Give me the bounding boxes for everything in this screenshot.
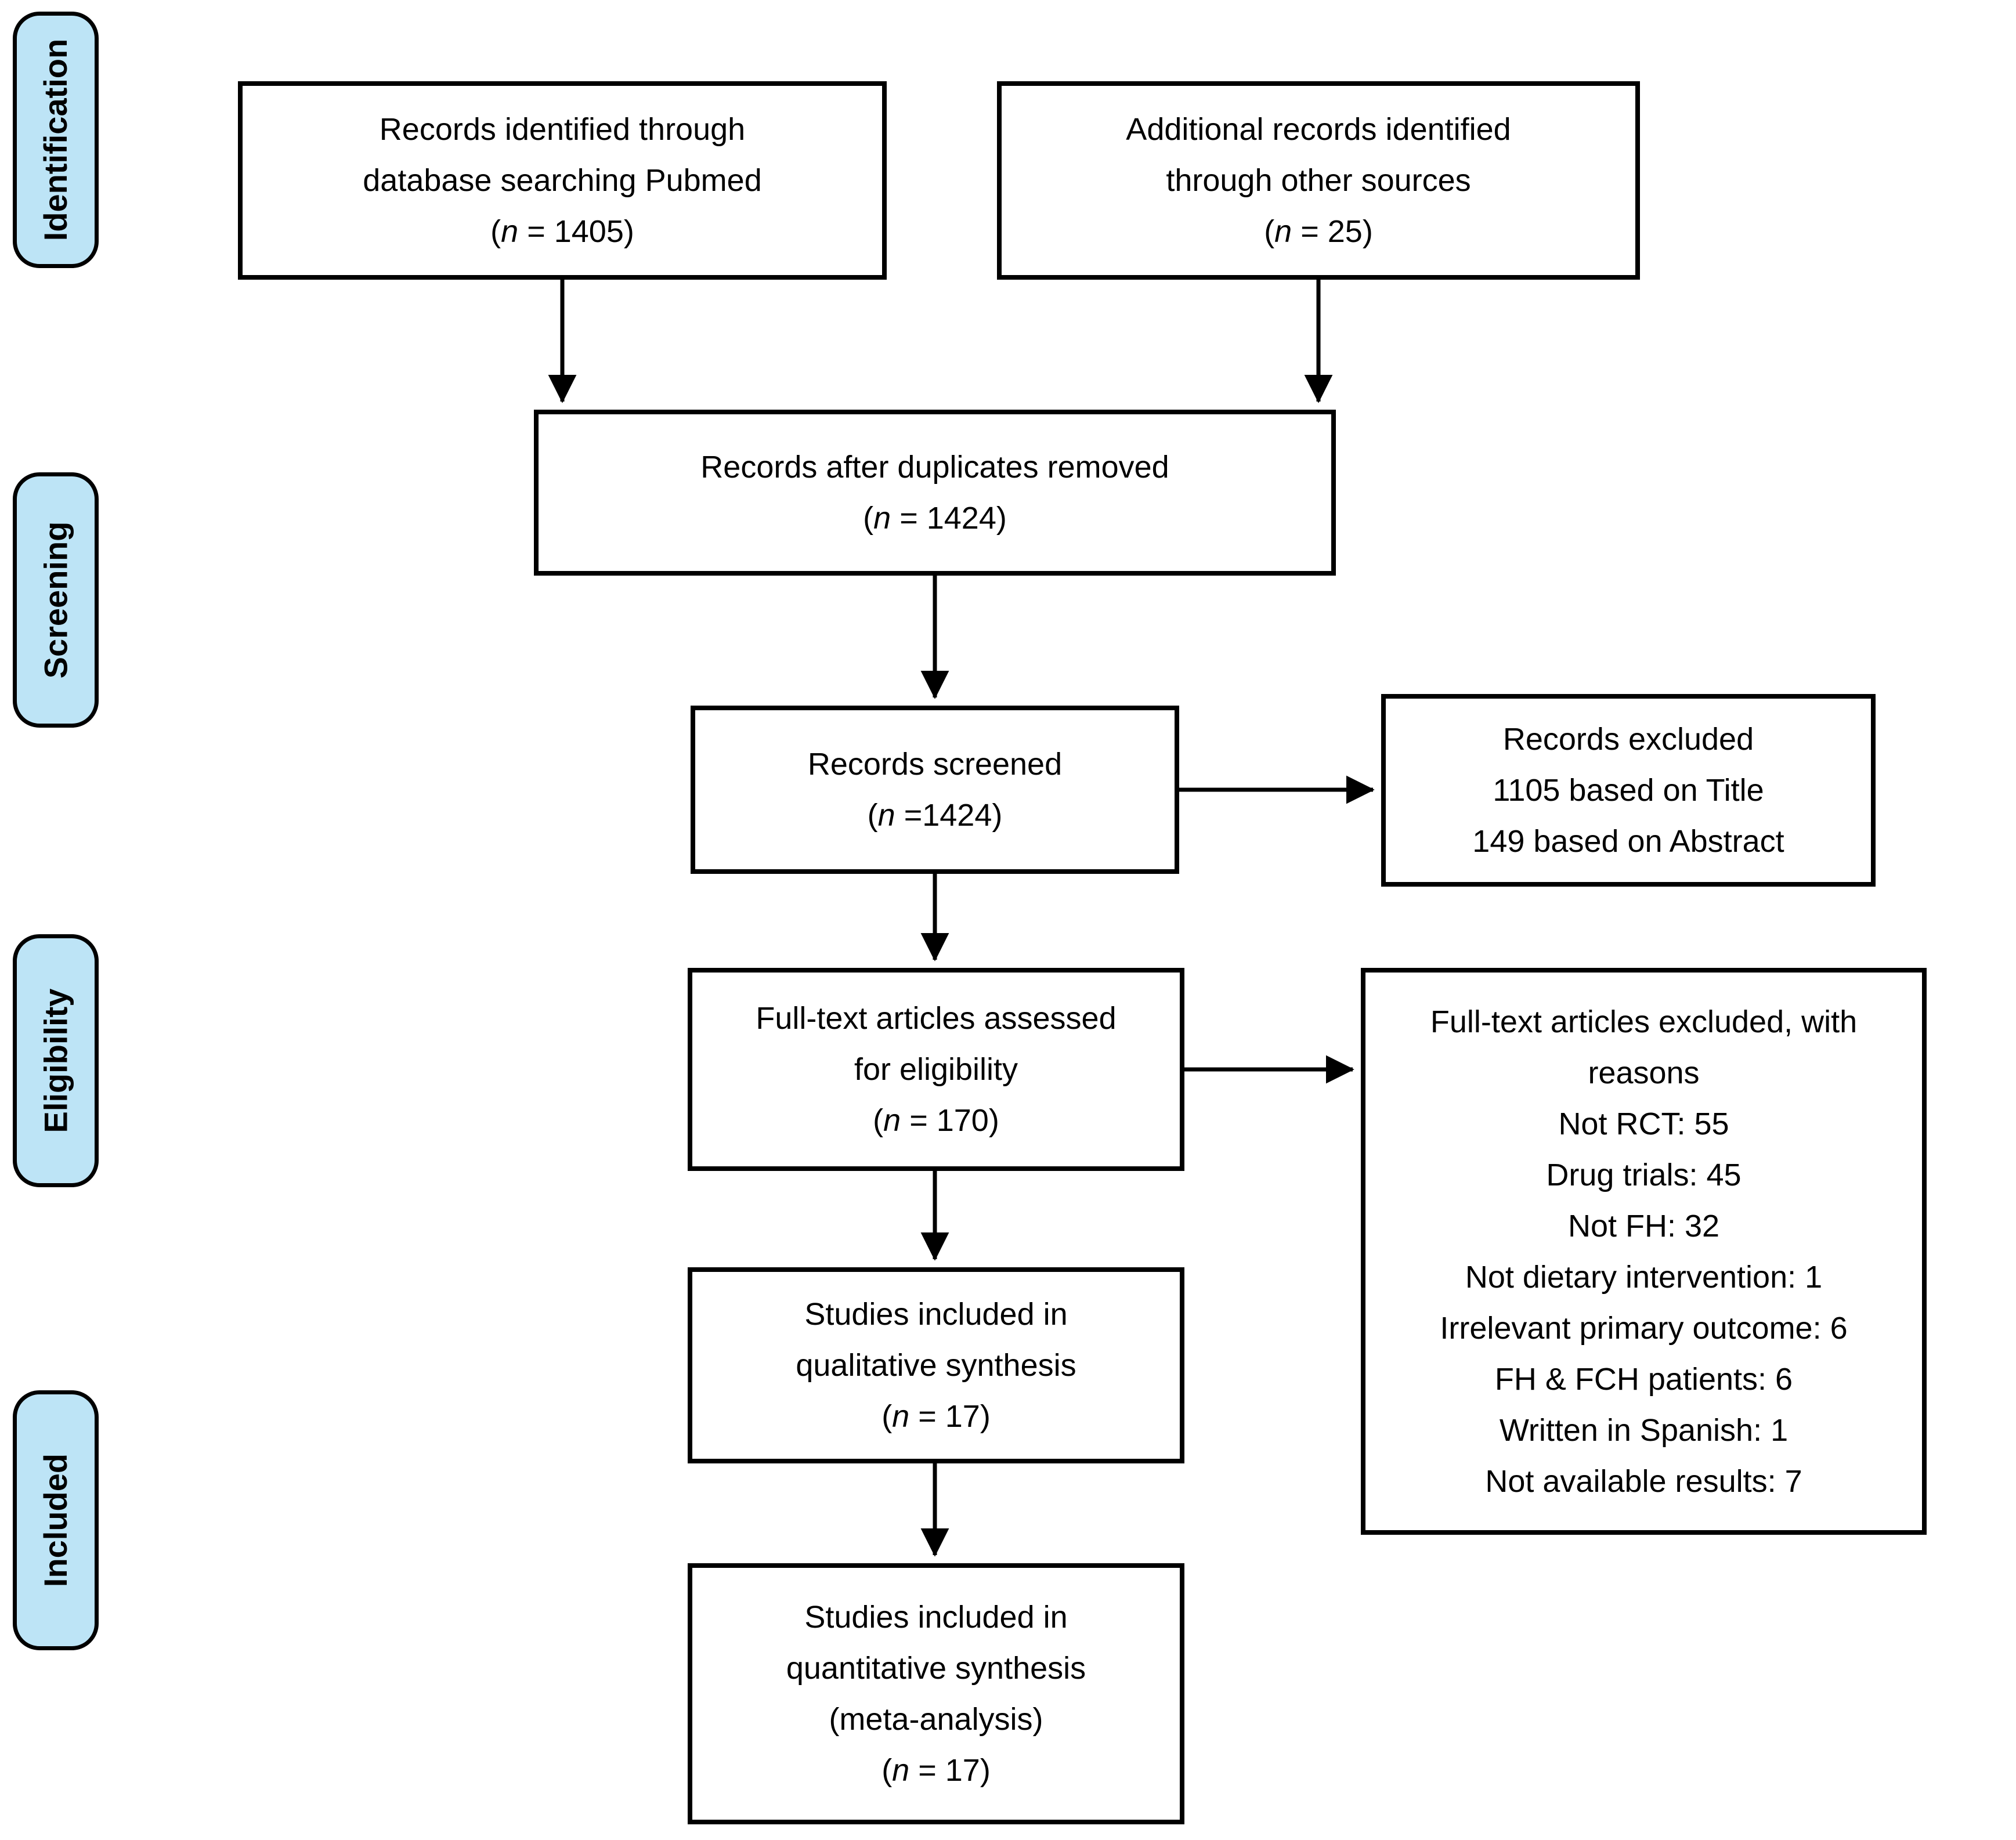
box-text-line: Full-text articles assessed xyxy=(756,1001,1117,1036)
exclusion-reason: Drug trials: 45 xyxy=(1546,1157,1742,1192)
box-text-line: (meta-analysis) xyxy=(829,1702,1043,1737)
exclusion-reason: 1105 based on Title xyxy=(1493,773,1764,808)
box-text-line: through other sources xyxy=(1166,163,1471,198)
count-line: (n =1424) xyxy=(867,798,1003,833)
box-duplicates-removed: Records after duplicates removed (n = 14… xyxy=(534,410,1336,576)
box-text-line: Records screened xyxy=(807,747,1063,782)
exclusion-reason: 149 based on Abstract xyxy=(1472,824,1784,859)
exclusion-reason: FH & FCH patients: 6 xyxy=(1494,1361,1793,1397)
box-text-line: for eligibility xyxy=(854,1052,1018,1087)
exclusion-reason: Irrelevant primary outcome: 6 xyxy=(1440,1310,1848,1346)
stage-eligibility-label: Eligibility xyxy=(37,988,74,1133)
stage-included: Included xyxy=(13,1390,99,1650)
box-text-line: qualitative synthesis xyxy=(796,1348,1076,1383)
box-text-line: Additional records identified xyxy=(1126,112,1511,147)
count-line: (n = 170) xyxy=(873,1103,999,1138)
exclusion-reason: Not available results: 7 xyxy=(1485,1463,1802,1499)
stage-eligibility: Eligibility xyxy=(13,934,99,1187)
stage-screening-label: Screening xyxy=(37,521,74,679)
box-fulltext-assessed: Full-text articles assessed for eligibil… xyxy=(688,968,1184,1171)
box-text-line: Studies included in xyxy=(804,1297,1068,1332)
stage-screening: Screening xyxy=(13,472,99,728)
exclusion-reason: Not RCT: 55 xyxy=(1558,1106,1729,1141)
box-additional-records: Additional records identified through ot… xyxy=(997,81,1640,280)
box-quantitative-synthesis: Studies included in quantitative synthes… xyxy=(688,1563,1184,1824)
exclusion-reason: Not FH: 32 xyxy=(1567,1208,1720,1243)
box-records-excluded: Records excluded 1105 based on Title 149… xyxy=(1381,694,1876,887)
box-text-line: database searching Pubmed xyxy=(363,163,762,198)
stage-identification: Identification xyxy=(13,12,99,268)
box-text-line: quantitative synthesis xyxy=(786,1651,1086,1686)
count-line: (n = 1405) xyxy=(490,214,634,249)
box-records-identified: Records identified through database sear… xyxy=(238,81,887,280)
box-records-screened: Records screened (n =1424) xyxy=(691,706,1179,874)
box-text-line: Studies included in xyxy=(804,1600,1068,1635)
exclusion-reason: Not dietary intervention: 1 xyxy=(1465,1259,1823,1295)
count-line: (n = 17) xyxy=(881,1399,991,1434)
box-title: Full-text articles excluded, with reason… xyxy=(1430,1004,1858,1090)
count-line: (n = 1424) xyxy=(863,501,1007,536)
box-text-line: Records identified through xyxy=(379,112,746,147)
stage-included-label: Included xyxy=(37,1453,74,1588)
box-title: Records excluded xyxy=(1502,722,1754,757)
exclusion-reason: Written in Spanish: 1 xyxy=(1499,1412,1789,1448)
count-line: (n = 17) xyxy=(881,1753,991,1788)
count-line: (n = 25) xyxy=(1264,214,1373,249)
box-qualitative-synthesis: Studies included in qualitative synthesi… xyxy=(688,1267,1184,1463)
box-text-line: Records after duplicates removed xyxy=(700,450,1169,485)
box-fulltext-excluded: Full-text articles excluded, with reason… xyxy=(1361,968,1927,1535)
stage-identification-label: Identification xyxy=(37,38,74,241)
